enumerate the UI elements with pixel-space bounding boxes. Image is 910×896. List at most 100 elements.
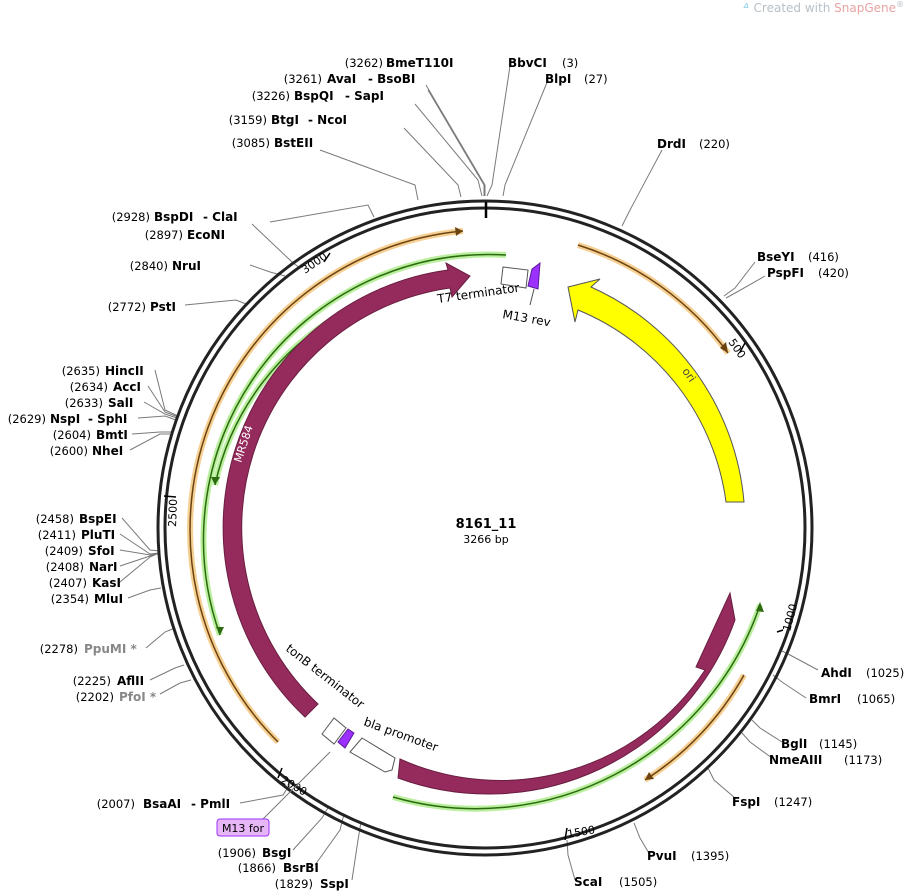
site-6-name: EcoNI [187,228,225,242]
m13-for-leader [261,751,331,821]
leader-nspi [137,415,177,421]
m13-for-box [216,818,270,837]
site-labels-right: BbvCI (3) BlpI (27) DrdI (220) BseYI (41… [508,56,904,889]
orf-1-arrowhead [720,342,728,353]
leader-bmet110i [427,89,485,196]
site-31-pos: (416) [808,250,839,264]
feature-bla-promoter [349,737,396,773]
orf-3-arrowhead [645,772,654,780]
leader-bbvci [486,65,511,197]
leader-bmti [131,431,171,435]
site-23-name: PfoI * [119,690,157,704]
site-2-name: BspQI [294,89,334,103]
site-24-name2: - PmlI [191,797,230,811]
site-21-pos: (2278) [40,642,78,656]
green-arc-1-arrowhead [216,627,224,635]
site-30-pos: (220) [699,137,730,151]
site-leader-lines [119,65,819,881]
tick-label-3000: 3000 [299,250,329,277]
site-3-pos: (3159) [229,113,267,127]
site-21-name: PpuMI * [84,642,138,656]
site-23-pos: (2202) [76,690,114,704]
site-19-name: KasI [92,576,121,590]
site-26-name: BsrBI [283,861,319,875]
site-6-pos: (2897) [145,228,183,242]
site-4-name: BstEII [274,136,313,150]
site-22-pos: (2225) [73,674,111,688]
leader-bspdi [269,204,375,223]
site-32-name: PspFI [767,266,804,280]
site-12-name2: - SphI [88,412,127,426]
leader-bspei [121,517,161,552]
site-19-pos: (2407) [49,576,87,590]
site-28-pos: (3) [562,56,578,70]
backbone-outer [156,199,814,857]
site-0-name: BmeT110I [386,56,454,70]
site-17-pos: (2409) [45,544,83,558]
snapgene-logo-icon: ᐞ [743,1,750,15]
site-5-pos: (2928) [112,210,150,224]
leader-nhei [129,433,170,451]
green-arc-1 [202,253,507,636]
site-14-pos: (2600) [50,444,88,458]
site-8-name: PstI [150,300,176,314]
site-25-pos: (1906) [218,846,256,860]
site-15-name: BspEI [79,512,117,526]
leader-bseyi [723,261,756,297]
leader-ppumi [145,627,176,649]
feature-m13-for [337,728,355,749]
site-27-pos: (1829) [275,877,313,891]
leader-hincii [154,369,179,417]
green-arc-3-arrowhead [756,602,764,612]
site-13-name: BmtI [96,428,128,442]
site-7-pos: (2840) [130,259,168,273]
site-30-name: DrdI [657,137,686,151]
site-34-pos: (1065) [857,692,895,706]
leader-bsteii [319,149,419,201]
site-13-pos: (2604) [53,428,91,442]
orf-2-arrowhead [455,227,463,236]
site-29-pos: (27) [584,72,608,86]
site-22-name: AflII [117,674,144,688]
site-28-name: BbvCI [508,56,547,70]
leader-bgli [751,719,783,743]
feature-label-m13-for: M13 for [222,822,265,835]
site-39-pos: (1505) [619,875,657,889]
site-10-pos: (2634) [70,380,108,394]
site-26-pos: (1866) [238,861,276,875]
site-5-name2: - ClaI [203,210,238,224]
site-39-name: ScaI [574,875,602,889]
site-18-pos: (2408) [46,560,84,574]
site-35-pos: (1145) [819,737,857,751]
site-11-name: SalI [108,396,133,410]
site-1-pos: (3261) [284,72,322,86]
leader-aflii [149,664,185,681]
site-1-name2: - BsoBI [368,72,415,86]
site-18-name: NarI [89,560,118,574]
leader-bsgi [292,805,330,851]
site-16-pos: (2411) [38,528,76,542]
site-3-name: BtgI [271,113,299,127]
orf-3 [644,674,745,781]
leader-scai [566,839,576,881]
leader-ahdi [779,649,819,671]
plasmid-name: 8161_11 [456,517,517,532]
leader-pvui [633,822,651,856]
site-0-pos: (3262) [345,56,383,70]
site-1-name: AvaI [327,72,356,86]
site-31-name: BseYI [757,250,795,264]
feature-t7-terminator [500,266,529,289]
feature-ori [567,278,745,503]
leader-sali [143,401,178,419]
feature-label-m13-rev: M13 rev [501,307,551,329]
leader-bmri [772,674,807,699]
leader-sspi [351,821,362,881]
site-20-name: MluI [94,592,123,606]
site-5-name: BspDI [154,210,193,224]
site-3-name2: - NcoI [308,113,347,127]
leader-pfoi [159,679,192,695]
site-37-name: FspI [732,795,760,809]
tick-label-2500: 2500 [166,499,180,527]
feature-mr584 [222,261,471,718]
